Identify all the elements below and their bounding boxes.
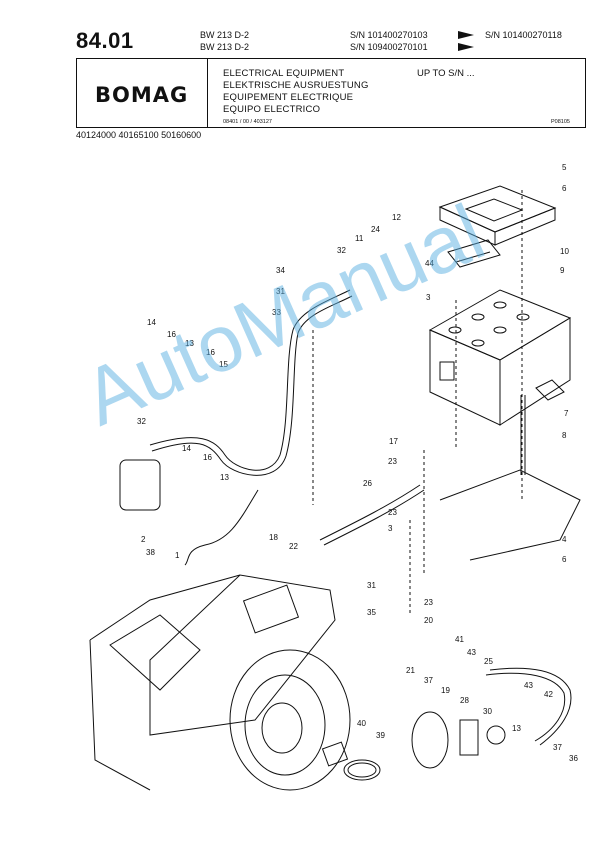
arrow-icon bbox=[458, 31, 474, 39]
callout-label: 8 bbox=[562, 431, 567, 440]
callout-label: 34 bbox=[276, 266, 285, 275]
callout-label: 26 bbox=[363, 479, 372, 488]
serial-row2-from: S/N 109400270101 bbox=[350, 42, 428, 52]
up-to-serial: UP TO S/N ... bbox=[417, 68, 475, 79]
callout-label: 42 bbox=[544, 690, 553, 699]
title-german: ELEKTRISCHE AUSRUESTUNG bbox=[223, 80, 369, 91]
callout-label: 12 bbox=[392, 213, 401, 222]
arrow-icon bbox=[458, 43, 474, 51]
callout-label: 31 bbox=[276, 287, 285, 296]
callout-label: 32 bbox=[337, 246, 346, 255]
callout-label: 16 bbox=[167, 330, 176, 339]
callout-label: 5 bbox=[562, 163, 567, 172]
callout-label: 14 bbox=[182, 444, 191, 453]
callout-label: 13 bbox=[220, 473, 229, 482]
callout-label: 43 bbox=[467, 648, 476, 657]
model-line-1: BW 213 D-2 bbox=[200, 30, 250, 40]
callout-label: 18 bbox=[269, 533, 278, 542]
callout-label: 35 bbox=[367, 608, 376, 617]
callout-label: 13 bbox=[185, 339, 194, 348]
serial-row1-to: S/N 101400270118 bbox=[485, 30, 562, 40]
header-divider bbox=[207, 59, 208, 127]
callout-label: 23 bbox=[424, 598, 433, 607]
callout-label: 13 bbox=[512, 724, 521, 733]
callout-label: 19 bbox=[441, 686, 450, 695]
callout-label: 21 bbox=[406, 666, 415, 675]
callout-label: 24 bbox=[371, 225, 380, 234]
title-french: EQUIPEMENT ELECTRIQUE bbox=[223, 92, 354, 103]
battery bbox=[428, 289, 572, 426]
callout-label: 11 bbox=[355, 234, 364, 243]
terminal-cover bbox=[447, 239, 501, 268]
callout-label: 22 bbox=[289, 542, 298, 551]
callout-label: 2 bbox=[141, 535, 146, 544]
callout-label: 6 bbox=[562, 184, 567, 193]
callout-label: 23 bbox=[388, 508, 397, 517]
callout-label: 20 bbox=[424, 616, 433, 625]
callout-label: 17 bbox=[389, 437, 398, 446]
callout-label: 14 bbox=[147, 318, 156, 327]
page-code: P08105 bbox=[551, 119, 570, 125]
callout-label: 25 bbox=[484, 657, 493, 666]
callout-label: 3 bbox=[388, 524, 393, 533]
callout-label: 7 bbox=[564, 409, 569, 418]
title-spanish: EQUIPO ELECTRICO bbox=[223, 104, 321, 115]
callout-label: 16 bbox=[206, 348, 215, 357]
callout-label: 32 bbox=[137, 417, 146, 426]
callout-label: 39 bbox=[376, 731, 385, 740]
callout-label: 6 bbox=[562, 555, 567, 564]
title-english: ELECTRICAL EQUIPMENT bbox=[223, 68, 345, 79]
callout-label: 1 bbox=[175, 551, 180, 560]
starter-motor bbox=[411, 711, 506, 769]
callout-label: 40 bbox=[357, 719, 366, 728]
callout-label: 37 bbox=[424, 676, 433, 685]
callout-label: 3 bbox=[426, 293, 431, 302]
part-numbers: 40124000 40165100 50160600 bbox=[76, 130, 202, 140]
callout-label: 10 bbox=[560, 247, 569, 256]
callout-label: 9 bbox=[560, 266, 565, 275]
callout-label: 28 bbox=[460, 696, 469, 705]
bomag-logo: BOMAG bbox=[95, 83, 189, 107]
page-number: 84.01 bbox=[76, 28, 134, 53]
callout-label: 38 bbox=[146, 548, 155, 557]
vehicle bbox=[89, 574, 351, 791]
callout-label: 44 bbox=[425, 259, 434, 268]
callout-labels: 5 6 10 12 24 9 11 32 34 44 31 3 33 14 16… bbox=[137, 163, 578, 763]
callout-label: 43 bbox=[524, 681, 533, 690]
callout-label: 41 bbox=[455, 635, 464, 644]
callout-label: 31 bbox=[367, 581, 376, 590]
doc-code: 08401 / 00 / 403127 bbox=[223, 119, 272, 125]
callout-label: 36 bbox=[569, 754, 578, 763]
model-line-2: BW 213 D-2 bbox=[200, 42, 250, 52]
callout-label: 23 bbox=[388, 457, 397, 466]
callout-label: 30 bbox=[483, 707, 492, 716]
callout-label: 33 bbox=[272, 308, 281, 317]
callout-label: 16 bbox=[203, 453, 212, 462]
callout-label: 37 bbox=[553, 743, 562, 752]
header-box: BOMAG ELECTRICAL EQUIPMENT ELEKTRISCHE A… bbox=[76, 58, 586, 128]
callout-label: 4 bbox=[562, 535, 567, 544]
serial-row1-from: S/N 101400270103 bbox=[350, 30, 428, 40]
callout-label: 15 bbox=[219, 360, 228, 369]
